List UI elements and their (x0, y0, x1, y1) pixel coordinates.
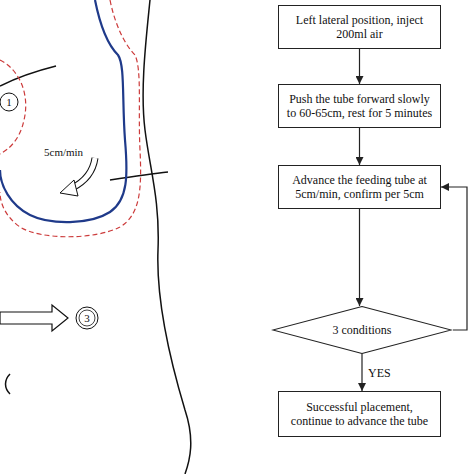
callout-number: 3 (84, 312, 90, 325)
step-text: Left lateral position, inject 200ml air (285, 13, 434, 41)
process-box: Left lateral position, inject 200ml air (278, 5, 441, 49)
callout-circle (0, 93, 18, 111)
flow-arrow (361, 354, 362, 391)
callout-number: 1 (6, 96, 12, 109)
process-box: Successful placement, continue to advanc… (278, 391, 441, 437)
step-text: Push the tube forward slowly to 60-65cm,… (285, 92, 434, 120)
flow-arrow (359, 49, 360, 84)
organ-line (0, 66, 56, 86)
diamond-shape (273, 306, 451, 353)
process-box: Advance the feeding tube at 5cm/min, con… (278, 165, 441, 209)
stomach-outline (0, 0, 126, 222)
curved-arrow-fill (72, 158, 95, 188)
callout-inner-circle (79, 310, 95, 326)
step-text: 3 conditions (333, 323, 392, 337)
flow-arrow (359, 209, 360, 306)
navel-mark (6, 374, 11, 394)
edge-label: YES (368, 366, 391, 380)
duodenum-dashed (0, 60, 26, 154)
rib-line (110, 172, 168, 180)
process-box: Push the tube forward slowly to 60-65cm,… (278, 84, 441, 128)
direction-arrow (0, 305, 68, 331)
curved-arrow-outline (72, 158, 95, 188)
step-text: Advance the feeding tube at 5cm/min, con… (285, 173, 434, 201)
decision-diamond: 3 conditions (271, 306, 453, 354)
curved-arrow-head (60, 180, 78, 196)
speed-label: 5cm/min (44, 146, 83, 159)
body-outline (143, 0, 191, 474)
flow-arrow (359, 128, 360, 165)
step-text: Successful placement, continue to advanc… (285, 400, 434, 428)
callout-circle (76, 307, 98, 329)
flow-arrow (441, 187, 467, 330)
stomach-outer-dashed (0, 0, 141, 237)
